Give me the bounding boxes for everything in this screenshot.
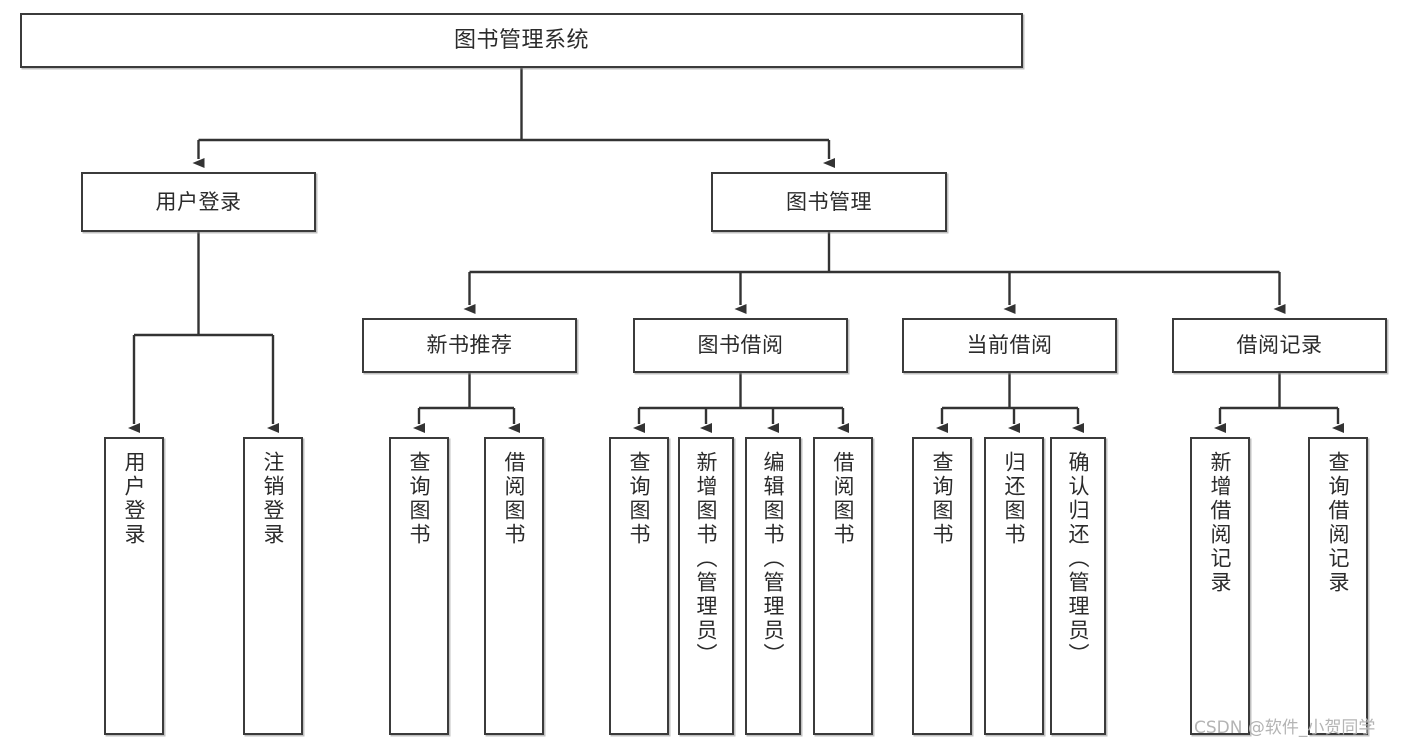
node-leaf-query-book-2[interactable]: 查询图书 [609,437,669,735]
node-leaf-query-book-1[interactable]: 查询图书 [389,437,449,735]
node-user-login[interactable]: 用户登录 [81,172,316,232]
node-leaf-user-logout[interactable]: 注销登录 [243,437,303,735]
node-leaf-query-book-1-label: 查询图书 [407,451,432,547]
node-current-borrow[interactable]: 当前借阅 [902,318,1117,373]
node-leaf-return-book-label: 归还图书 [1002,451,1027,547]
node-leaf-add-record-label: 新增借阅记录 [1208,451,1233,595]
node-leaf-edit-book[interactable]: 编辑图书（管理员） [745,437,801,735]
node-leaf-query-book-3-label: 查询图书 [930,451,955,547]
node-book-borrow[interactable]: 图书借阅 [633,318,848,373]
node-leaf-borrow-book-2[interactable]: 借阅图书 [813,437,873,735]
node-leaf-borrow-book-1[interactable]: 借阅图书 [484,437,544,735]
node-new-book-rec[interactable]: 新书推荐 [362,318,577,373]
node-leaf-return-book[interactable]: 归还图书 [984,437,1044,735]
node-leaf-add-record[interactable]: 新增借阅记录 [1190,437,1250,735]
node-leaf-confirm-return-label: 确认归还（管理员） [1066,451,1091,667]
node-book-borrow-label: 图书借阅 [697,333,784,358]
node-root-label: 图书管理系统 [453,27,589,53]
node-leaf-add-book[interactable]: 新增图书（管理员） [678,437,734,735]
node-leaf-edit-book-label: 编辑图书（管理员） [761,451,786,667]
node-leaf-user-logout-label: 注销登录 [261,451,286,547]
node-leaf-query-record[interactable]: 查询借阅记录 [1308,437,1368,735]
node-leaf-query-book-3[interactable]: 查询图书 [912,437,972,735]
node-leaf-borrow-book-2-label: 借阅图书 [831,451,856,547]
node-new-book-rec-label: 新书推荐 [426,333,513,358]
node-leaf-user-login-label: 用户登录 [122,451,147,547]
node-book-manage[interactable]: 图书管理 [711,172,947,232]
node-book-manage-label: 图书管理 [786,189,872,214]
node-leaf-confirm-return[interactable]: 确认归还（管理员） [1050,437,1106,735]
node-user-login-label: 用户登录 [155,189,242,214]
csdn-watermark: CSDN @软件_小贺同学 [1194,718,1376,738]
node-borrow-record[interactable]: 借阅记录 [1172,318,1387,373]
node-borrow-record-label: 借阅记录 [1236,333,1323,358]
node-leaf-add-book-label: 新增图书（管理员） [694,451,719,667]
node-leaf-query-book-2-label: 查询图书 [627,451,652,547]
node-current-borrow-label: 当前借阅 [966,333,1053,358]
node-leaf-user-login[interactable]: 用户登录 [104,437,164,735]
node-root[interactable]: 图书管理系统 [20,13,1023,68]
node-leaf-query-record-label: 查询借阅记录 [1326,451,1351,595]
node-leaf-borrow-book-1-label: 借阅图书 [502,451,527,547]
